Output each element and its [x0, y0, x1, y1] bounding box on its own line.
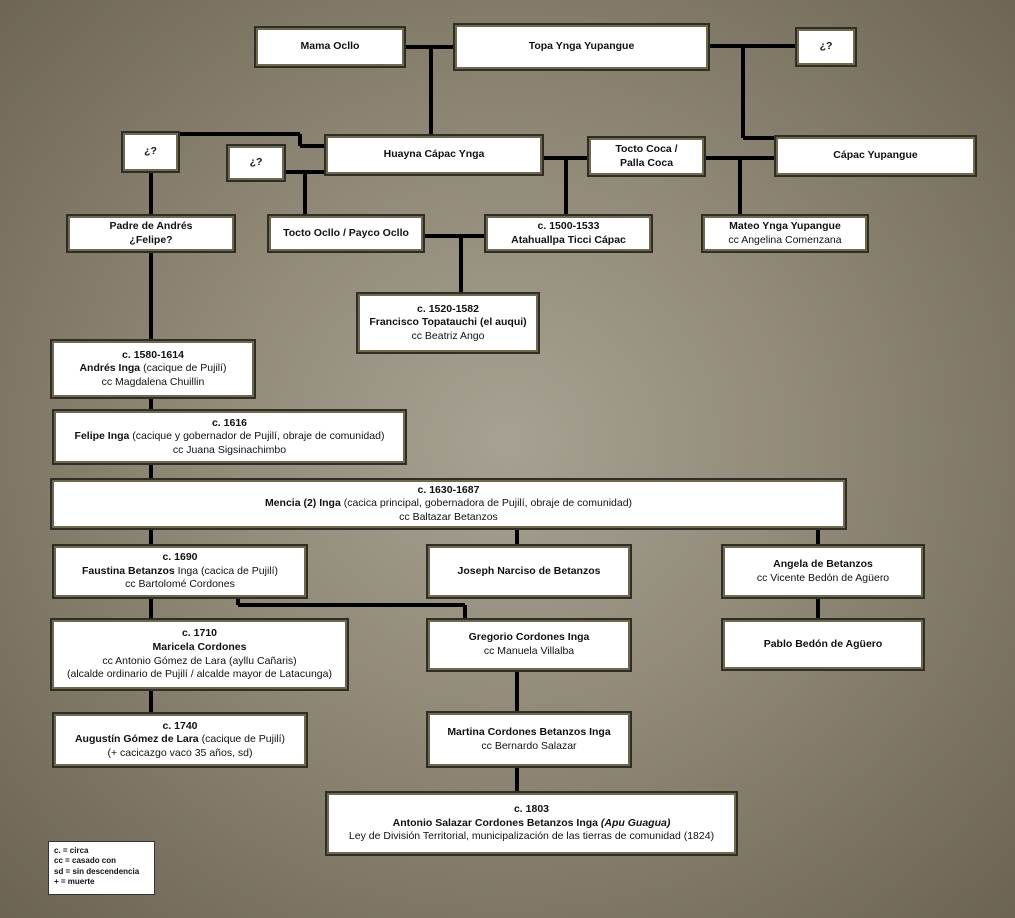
person-name: ¿?	[144, 145, 157, 158]
person-unknown-top-right: ¿?	[795, 27, 857, 67]
person-date: c. 1616	[211, 416, 248, 429]
person-andres-inga: c. 1580-1614 Andrés Inga (cacique de Puj…	[50, 339, 256, 399]
person-atahuallpa: c. 1500-1533 Atahuallpa Ticci Cápac	[484, 214, 653, 253]
person-mama-ocllo: Mama Ocllo	[254, 26, 406, 68]
person-date: c. 1803	[513, 803, 550, 816]
person-angela-de-betanzos: Angela de Betanzos cc Vicente Bedón de A…	[721, 544, 925, 599]
person-name: Andrés Inga	[79, 362, 141, 375]
person-spouse: cc Angelina Comenzana	[728, 233, 842, 246]
person-name: Tocto Ocllo / Payco Ocllo	[283, 226, 409, 239]
person-capac-yupangue: Cápac Yupangue	[774, 135, 977, 177]
person-name: Huayna Cápac Ynga	[383, 148, 485, 161]
person-name: Augustín Gómez de Lara	[74, 733, 199, 746]
person-francisco-topatauchi: c. 1520-1582 Francisco Topatauchi (el au…	[356, 292, 540, 354]
person-unknown-left-1: ¿?	[121, 131, 180, 173]
person-name: Mama Ocllo	[300, 40, 360, 53]
person-date: c. 1500-1533	[537, 219, 600, 232]
person-name: ¿?	[249, 156, 263, 169]
person-joseph-narciso: Joseph Narciso de Betanzos	[426, 544, 632, 599]
person-name: Mateo Ynga Yupangue	[729, 219, 841, 232]
person-maricela-cordones: c. 1710 Maricela Cordones cc Antonio Góm…	[50, 618, 349, 691]
person-mencia-inga: c. 1630-1687 Mencia (2) Inga (cacica pri…	[50, 478, 847, 530]
person-note: Ley de División Territorial, municipaliz…	[348, 830, 715, 843]
person-date: c. 1690	[162, 551, 198, 564]
person-name: Faustina Betanzos	[81, 564, 175, 577]
person-name-line2: ¿Felipe?	[129, 233, 173, 246]
person-augustin-gomez: c. 1740 Augustín Gómez de Lara (cacique …	[52, 712, 308, 768]
person-spouse: cc Beatriz Ango	[411, 329, 485, 342]
person-name: Maricela Cordones	[152, 640, 247, 653]
legend: c. = circa cc = casado con sd = sin desc…	[48, 841, 155, 895]
person-note: (alcalde ordinario de Pujilí / alcalde m…	[67, 668, 332, 681]
legend-item: sd = sin descendencia	[54, 866, 140, 876]
person-name: Angela de Betanzos	[773, 557, 873, 570]
person-pablo-bedon: Pablo Bedón de Agüero	[721, 618, 925, 671]
person-note: Inga (cacica de Pujilí)	[174, 564, 279, 577]
person-date: c. 1740	[162, 719, 198, 732]
person-mateo-ynga-yupangue: Mateo Ynga Yupangue cc Angelina Comenzan…	[701, 214, 869, 253]
person-name: ¿?	[819, 40, 833, 53]
person-felipe-inga: c. 1616 Felipe Inga (cacique y gobernado…	[52, 409, 407, 465]
person-date: c. 1580-1614	[122, 348, 184, 361]
legend-item: cc = casado con	[54, 856, 117, 866]
person-name: Mencia (2) Inga	[264, 497, 341, 510]
person-spouse: cc Antonio Gómez de Lara (ayllu Cañaris)	[102, 654, 297, 667]
person-note: (cacique de Pujilí)	[198, 733, 286, 746]
person-spouse: cc Manuela Villalba	[483, 645, 575, 657]
person-name: Topa Ynga Yupangue	[528, 40, 635, 53]
person-spouse: cc Baltazar Betanzos	[399, 510, 498, 523]
person-name: Atahuallpa Ticci Cápac	[511, 233, 626, 246]
person-name: Cápac Yupangue	[833, 149, 918, 162]
person-note: (cacique de Pujilí)	[140, 362, 227, 375]
person-topa-ynga-yupangue: Topa Ynga Yupangue	[453, 23, 710, 71]
person-huayna-capac: Huayna Cápac Ynga	[324, 134, 544, 176]
person-name: Francisco Topatauchi (el auqui)	[369, 316, 527, 329]
person-gregorio-cordones: Gregorio Cordones Inga cc Manuela Villal…	[426, 618, 632, 672]
person-title: (Apu Guagua)	[600, 816, 671, 829]
person-spouse: cc Bernardo Salazar	[481, 739, 577, 752]
person-tocto-ocllo: Tocto Ocllo / Payco Ocllo	[267, 214, 425, 253]
person-spouse: cc Magdalena Chuillin	[101, 375, 205, 388]
person-date: c. 1520-1582	[417, 302, 479, 315]
person-name-line1: Tocto Coca /	[615, 142, 678, 155]
person-padre-de-andres: Padre de Andrés ¿Felipe?	[66, 214, 236, 253]
person-name-line2: Palla Coca	[619, 156, 674, 169]
person-unknown-left-2: ¿?	[226, 144, 286, 182]
person-martina-cordones: Martina Cordones Betanzos Inga cc Bernar…	[426, 711, 632, 768]
person-spouse: cc Bartolomé Cordones	[125, 578, 235, 591]
person-faustina-betanzos: c. 1690 Faustina Betanzos Inga (cacica d…	[52, 544, 308, 599]
person-antonio-salazar: c. 1803 Antonio Salazar Cordones Betanzo…	[325, 791, 738, 856]
person-date: c. 1630-1687	[417, 483, 480, 496]
legend-item: c. = circa	[54, 846, 89, 855]
person-spouse: cc Vicente Bedón de Agüero	[756, 571, 890, 584]
person-note: (cacica principal, gobernadora de Pujilí…	[340, 497, 633, 510]
person-name: Felipe Inga	[74, 430, 130, 443]
person-note-2: (+ cacicazgo vaco 35 años, sd)	[107, 746, 253, 759]
person-name-line1: Padre de Andrés	[109, 219, 193, 232]
person-name: Joseph Narciso de Betanzos	[457, 564, 601, 577]
person-name: Martina Cordones Betanzos Inga	[447, 725, 611, 738]
person-spouse: cc Juana Sigsinachimbo	[172, 443, 287, 456]
person-name: Gregorio Cordones Inga	[468, 631, 590, 644]
person-date: c. 1710	[181, 627, 218, 640]
person-note: (cacique y gobernador de Pujilí, obraje …	[129, 430, 385, 443]
legend-item: + = muerte	[54, 877, 95, 887]
person-name: Antonio Salazar Cordones Betanzos Inga	[392, 816, 601, 829]
person-tocto-coca: Tocto Coca / Palla Coca	[587, 136, 706, 177]
person-name: Pablo Bedón de Agüero	[763, 637, 883, 650]
